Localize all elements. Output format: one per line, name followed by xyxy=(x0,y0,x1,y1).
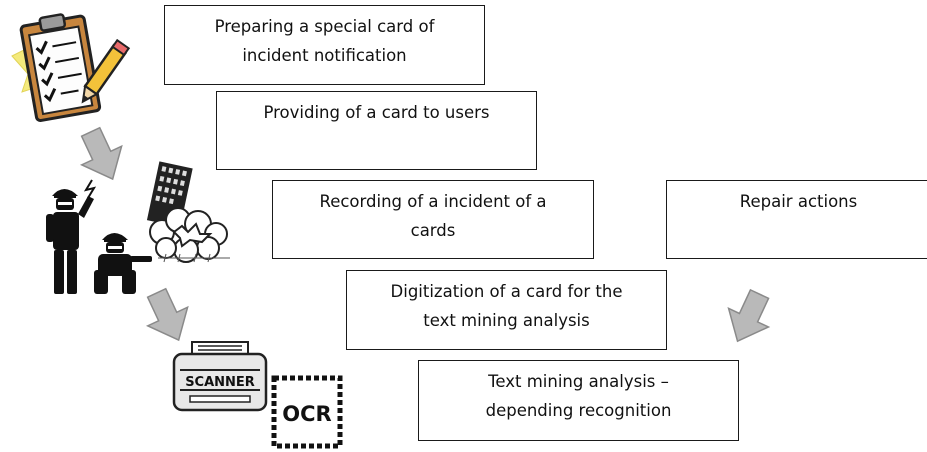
step-box-repair-actions: Repair actions xyxy=(666,180,927,259)
step-box-digitization: Digitization of a card for the text mini… xyxy=(346,270,667,350)
step-text-line: Text mining analysis – xyxy=(488,372,669,391)
step-text-line: Digitization of a card for the xyxy=(390,282,623,301)
step-box-record-incident: Recording of a incident of a cards xyxy=(272,180,594,259)
step-text-line: incident notification xyxy=(242,46,407,65)
down-arrow-icon xyxy=(145,287,189,342)
step-text-line: depending recognition xyxy=(485,401,672,420)
step-box-text-mining: Text mining analysis – depending recogni… xyxy=(418,360,739,441)
down-arrow-icon xyxy=(79,126,123,181)
ocr-icon: OCR xyxy=(271,375,343,449)
clipboard-checklist-icon xyxy=(11,13,131,123)
step-text-line: Preparing a special card of xyxy=(214,17,435,36)
workers-incident-icon xyxy=(46,161,230,294)
scanner-icon: SCANNER xyxy=(172,341,268,412)
step-text-line: Repair actions xyxy=(739,192,858,211)
down-arrow-icon xyxy=(727,288,771,343)
step-box-prepare-card: Preparing a special card of incident not… xyxy=(164,5,485,85)
step-text-line: Recording of a incident of a xyxy=(319,192,547,211)
scanner-label: SCANNER xyxy=(185,375,255,390)
step-text-line: Providing of a card to users xyxy=(263,103,490,122)
step-text-line: text mining analysis xyxy=(423,311,590,330)
ocr-label: OCR xyxy=(282,402,331,426)
step-text-line: cards xyxy=(410,221,456,240)
step-box-provide-card: Providing of a card to users xyxy=(216,91,537,170)
